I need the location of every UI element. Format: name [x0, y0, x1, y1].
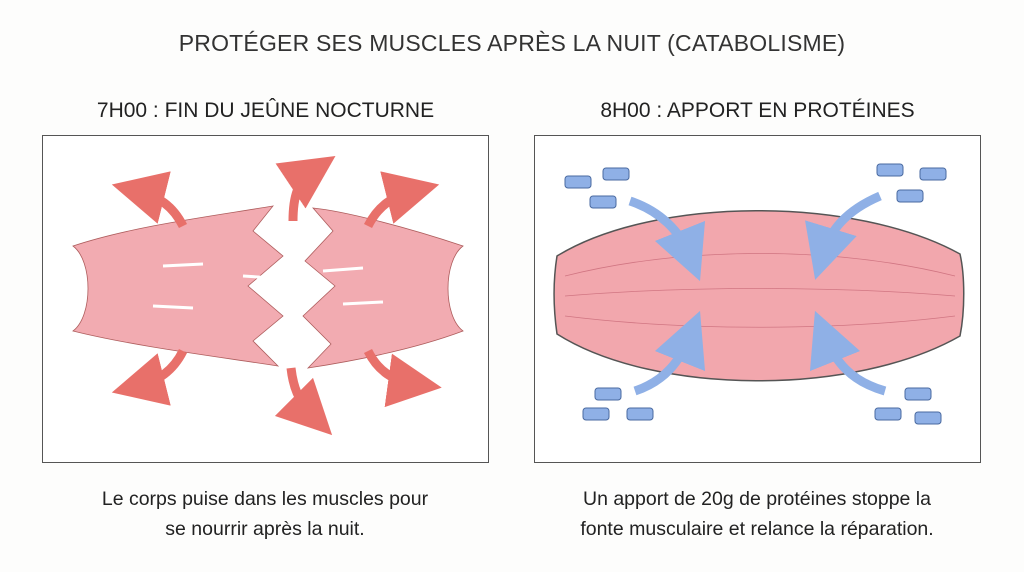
blue-arrow-icon [633, 310, 706, 396]
torn-muscle-panel [42, 135, 489, 463]
torn-muscle-illustration [72, 156, 464, 436]
outward-arrows [111, 156, 442, 436]
inward-arrows [628, 191, 887, 396]
blue-arrow-icon [809, 310, 887, 396]
left-caption-line-1: Le corps puise dans les muscles pour [101, 488, 429, 510]
page-title: PROTÉGER SES MUSCLES APRÈS LA NUIT (CATA… [178, 30, 846, 56]
blue-arrow-icon [805, 191, 882, 280]
left-caption: Le corps puise dans les muscles pour se … [15, 484, 515, 544]
protein-blocks [564, 163, 947, 425]
healthy-muscle-illustration [553, 163, 965, 425]
left-heading: 7H00 : FIN DU JEÛNE NOCTURNE [96, 99, 435, 122]
blue-arrow-icon [628, 196, 706, 282]
healthy-muscle-panel [534, 135, 981, 463]
right-caption-line-2: fonte musculaire et relance la réparatio… [580, 518, 934, 540]
red-arrow-icon [363, 348, 442, 408]
muscle-fiber-left [72, 205, 284, 367]
red-arrow-icon [275, 156, 336, 222]
red-arrow-icon [274, 367, 333, 436]
right-heading: 8H00 : APPORT EN PROTÉINES [600, 99, 915, 122]
red-arrow-icon [111, 348, 188, 406]
right-caption: Un apport de 20g de protéines stoppe la … [507, 484, 1007, 544]
right-caption-line-1: Un apport de 20g de protéines stoppe la [582, 488, 931, 510]
red-arrow-icon [363, 171, 440, 229]
muscle-fiber-right [302, 207, 464, 369]
red-arrow-icon [111, 171, 188, 229]
left-caption-line-2: se nourrir après la nuit. [165, 518, 365, 540]
intact-muscle [553, 210, 965, 382]
